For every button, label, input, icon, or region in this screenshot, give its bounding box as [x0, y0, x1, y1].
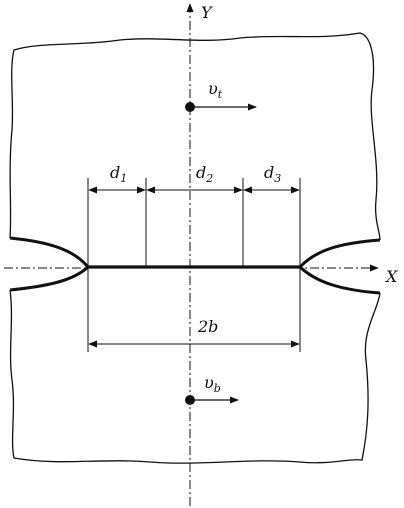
top-velocity-point	[185, 102, 195, 112]
label-d3: d3	[264, 163, 281, 185]
right-crack-tip-lower	[298, 265, 381, 295]
label-2b: 2b	[197, 317, 218, 336]
left-crack-tip-lower	[9, 265, 90, 292]
x-axis-label: X	[384, 267, 398, 286]
left-crack-tip-upper	[9, 236, 90, 268]
plate-boundary-upper	[9, 32, 381, 241]
label-upsilon-t: υt	[208, 79, 223, 101]
label-upsilon-b: υb	[204, 373, 221, 395]
label-d2: d2	[196, 163, 213, 185]
y-axis-label: Y	[201, 3, 213, 22]
label-d1: d1	[110, 163, 127, 185]
right-crack-tip-upper	[298, 238, 381, 269]
bottom-velocity-point	[185, 395, 195, 405]
plate-boundary-lower	[9, 289, 381, 464]
